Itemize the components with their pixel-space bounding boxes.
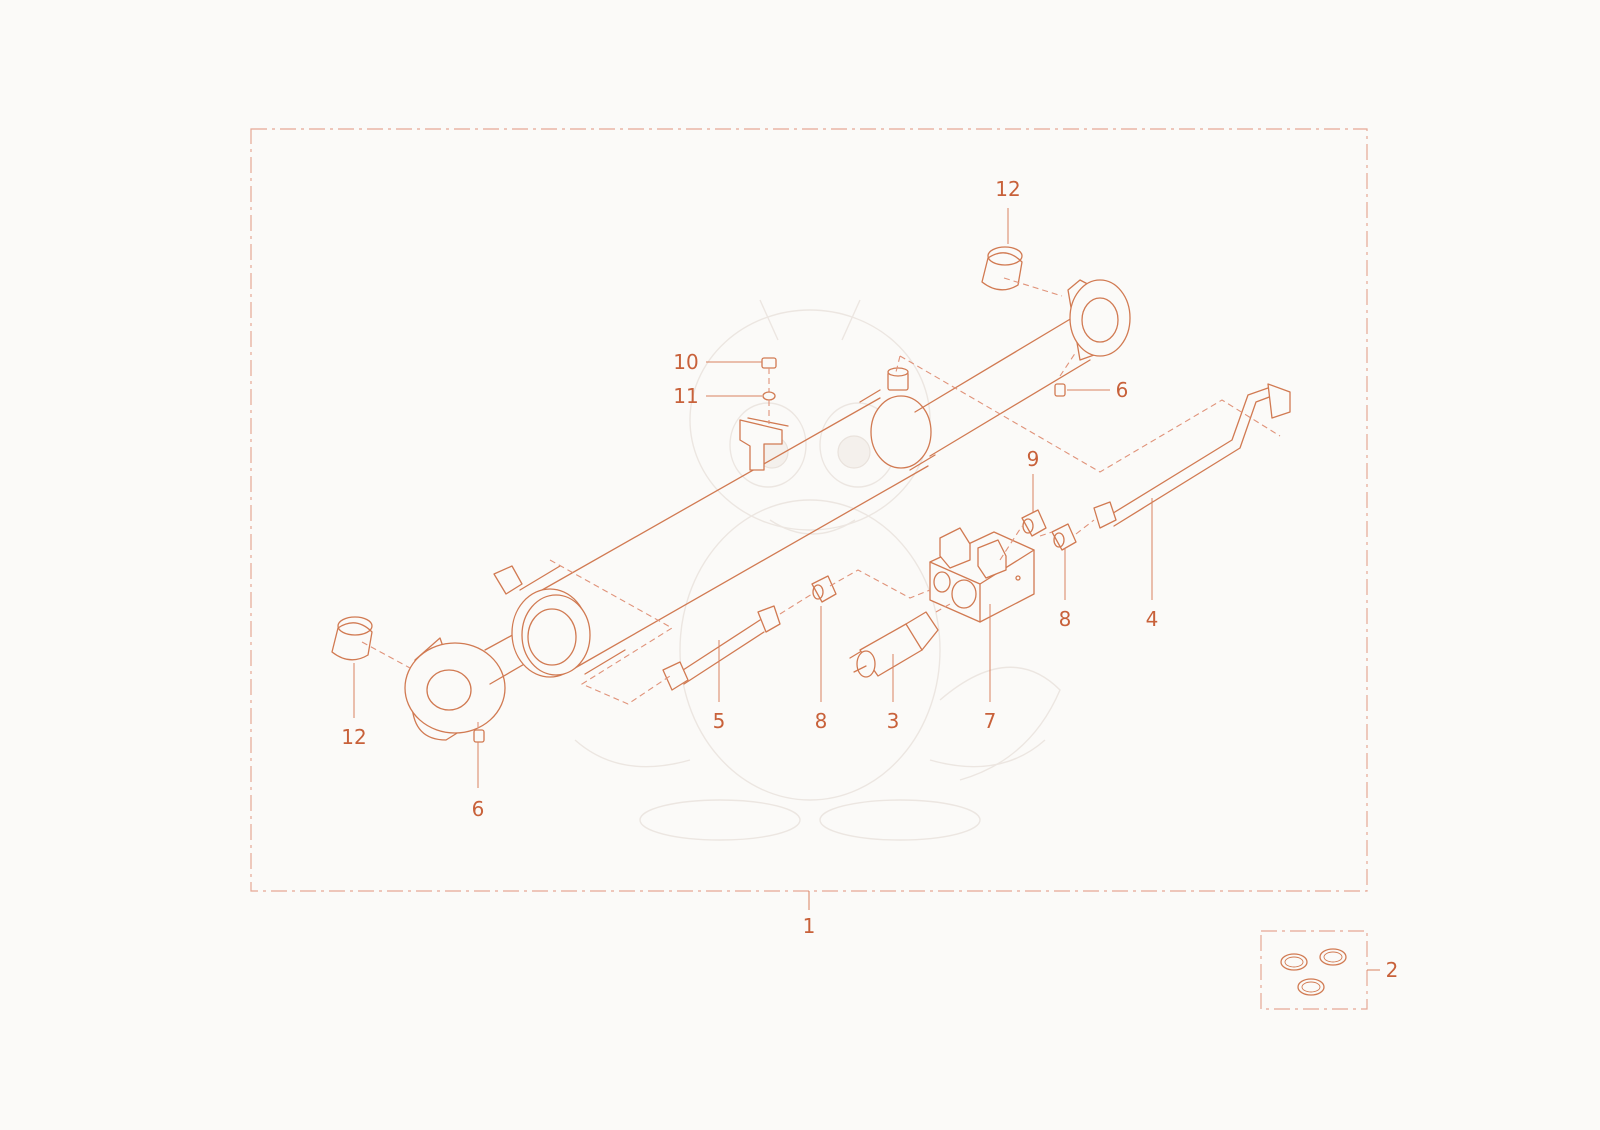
callout-6-upper: 6 [1116,378,1129,402]
grease-nipple-lower [473,729,485,743]
bracket-bolt [761,357,777,424]
adapter-fitting-c [1021,509,1047,537]
kit-boundary-frame [250,128,1368,892]
bushing-upper [981,246,1023,291]
cylinder-barrel [493,367,936,678]
hydraulic-pipe-long [1093,383,1291,529]
cylinder-tube [914,279,1131,457]
assembly-lines [361,277,1281,732]
callout-11: 11 [673,384,698,408]
rod-eye [404,637,506,741]
hydraulic-pipe-short [662,605,781,691]
adapter-fitting-b [1051,523,1077,551]
callout-8-right: 8 [1059,607,1072,631]
callout-labels: 1 2 3 4 5 6 6 7 8 8 9 10 11 12 12 [341,177,1398,982]
callout-4: 4 [1146,607,1159,631]
bushing-lower [331,616,373,661]
callout-10: 10 [673,350,698,374]
callout-1: 1 [803,914,816,938]
callout-8-left: 8 [815,709,828,733]
valve-block [929,527,1035,623]
callout-9: 9 [1027,447,1040,471]
mounting-bracket [739,417,789,471]
adapter-fitting-a [811,575,837,603]
callout-2: 2 [1386,958,1399,982]
callout-7: 7 [984,709,997,733]
callout-12-upper: 12 [995,177,1020,201]
callout-5: 5 [713,709,726,733]
valve-cartridge [849,611,939,678]
callout-leaders [353,208,1153,788]
grease-nipple-upper [1054,383,1066,397]
o-ring-set [1280,948,1347,996]
callout-12-lower: 12 [341,725,366,749]
seal-kit-frame [1260,930,1368,1010]
callout-6-lower: 6 [472,797,485,821]
callout-3: 3 [887,709,900,733]
